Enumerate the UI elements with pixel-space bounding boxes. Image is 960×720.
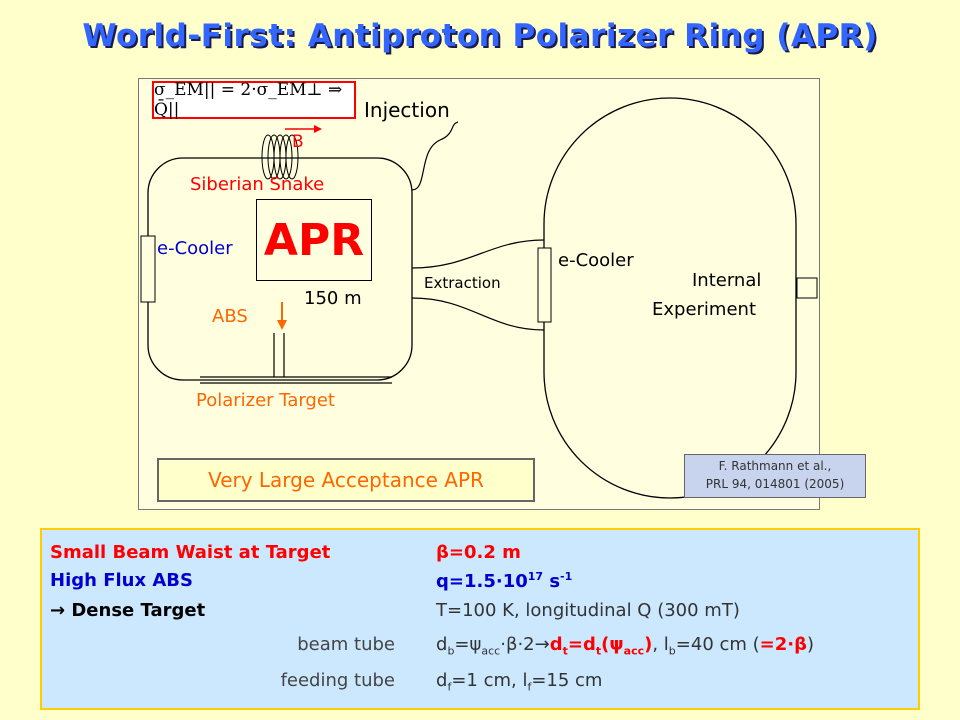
internal-experiment-element xyxy=(796,277,818,299)
injection-label: Injection xyxy=(364,98,450,122)
arrow-icon: → xyxy=(50,600,72,621)
extraction-line-upper xyxy=(411,239,545,269)
beam-waist-label: Small Beam Waist at Target xyxy=(50,542,331,563)
row-high-flux: High Flux ABS xyxy=(50,570,193,591)
ring-size-label: 150 m xyxy=(304,288,362,309)
high-flux-exp2: -1 xyxy=(560,570,573,583)
very-large-acceptance-box: Very Large Acceptance APR xyxy=(157,458,535,502)
siberian-snake-label: Siberian Snake xyxy=(190,174,325,195)
bt-5: =d xyxy=(567,634,596,655)
bt-8s: b xyxy=(668,644,676,658)
reference-line-1: F. Rathmann et al., xyxy=(718,459,832,473)
row-feeding-tube: feeding tube xyxy=(50,670,395,691)
bt-5s: t xyxy=(595,644,602,658)
apr-label: APR xyxy=(263,214,365,266)
implies-arrow-icon: → xyxy=(534,634,550,655)
experiment-label: Experiment xyxy=(652,299,757,320)
storage-ring xyxy=(543,97,797,499)
beam-tube-value: db=ψacc·β·2→dt=dt(ψacc), lb=40 cm (=2·β) xyxy=(436,634,814,658)
ft-1s: f xyxy=(447,680,452,694)
bt-8: , l xyxy=(652,634,669,655)
ft-1: d xyxy=(436,670,448,691)
polarizer-target-label: Polarizer Target xyxy=(196,390,335,411)
e-cooler-left-element xyxy=(140,235,156,303)
slide-title: World-First: Antiproton Polarizer Ring (… xyxy=(82,18,878,54)
beam-tube-label: beam tube xyxy=(297,634,395,655)
bt-1s: b xyxy=(447,644,455,658)
bt-9: =40 cm ( xyxy=(675,634,760,655)
bt-3: ·β·2 xyxy=(500,634,535,655)
row-dense-target: → Dense Target xyxy=(50,600,205,621)
injection-line xyxy=(411,121,459,191)
dense-target-value: T=100 K, longitudinal Q (300 mT) xyxy=(436,600,740,621)
bt-1: d xyxy=(436,634,448,655)
siberian-snake-coil xyxy=(261,134,299,180)
bt-2s: acc xyxy=(481,644,501,658)
dense-target-label: Dense Target xyxy=(71,600,206,621)
extraction-line-lower xyxy=(411,297,545,331)
internal-label: Internal xyxy=(692,270,762,291)
row-beam-tube: beam tube xyxy=(50,634,395,655)
ft-2s: f xyxy=(527,680,532,694)
abs-label: ABS xyxy=(212,306,248,327)
reference-line-2: PRL 94, 014801 (2005) xyxy=(705,477,845,491)
feeding-tube-value: df=1 cm, lf=15 cm xyxy=(436,670,602,694)
bt-7: ) xyxy=(644,634,653,655)
apr-label-box: APR xyxy=(256,199,372,281)
high-flux-label: High Flux ABS xyxy=(50,570,193,591)
ft-3: =15 cm xyxy=(531,670,603,691)
e-cooler-right-element xyxy=(537,247,552,323)
bt-6: (ψ xyxy=(601,634,624,655)
bt-6s: acc xyxy=(623,644,645,658)
bt-2: =ψ xyxy=(454,634,482,655)
high-flux-exp1: 17 xyxy=(527,570,544,583)
very-large-acceptance-label: Very Large Acceptance APR xyxy=(208,468,484,492)
beam-waist-value: β=0.2 m xyxy=(436,542,521,563)
high-flux-value: q=1.5·1017 s-1 xyxy=(436,570,572,592)
e-cooler-left-label: e-Cooler xyxy=(157,238,233,259)
diagram-panel xyxy=(138,78,820,510)
e-cooler-right-label: e-Cooler xyxy=(558,250,634,271)
high-flux-value-b: s xyxy=(543,571,561,592)
bt-10: =2·β xyxy=(759,634,808,655)
feeding-tube-label: feeding tube xyxy=(280,670,395,691)
polarization-formula: σ_EM|| = 2·σ_EM⊥ ⇒ Q̄|| xyxy=(152,80,356,120)
bt-4s: t xyxy=(562,644,568,658)
reference-box: F. Rathmann et al., PRL 94, 014801 (2005… xyxy=(684,454,866,498)
bt-4: d xyxy=(549,634,563,655)
parameters-panel: Small Beam Waist at Target β=0.2 m High … xyxy=(40,528,920,710)
row-beam-waist: Small Beam Waist at Target xyxy=(50,542,330,563)
b-field-label: B xyxy=(292,132,304,152)
bt-11: ) xyxy=(807,634,815,655)
formula-text: σ_EM|| = 2·σ_EM⊥ ⇒ Q̄|| xyxy=(154,80,343,120)
high-flux-value-a: q=1.5·10 xyxy=(436,571,528,592)
ft-2: =1 cm, l xyxy=(451,670,528,691)
extraction-label: Extraction xyxy=(424,274,501,292)
